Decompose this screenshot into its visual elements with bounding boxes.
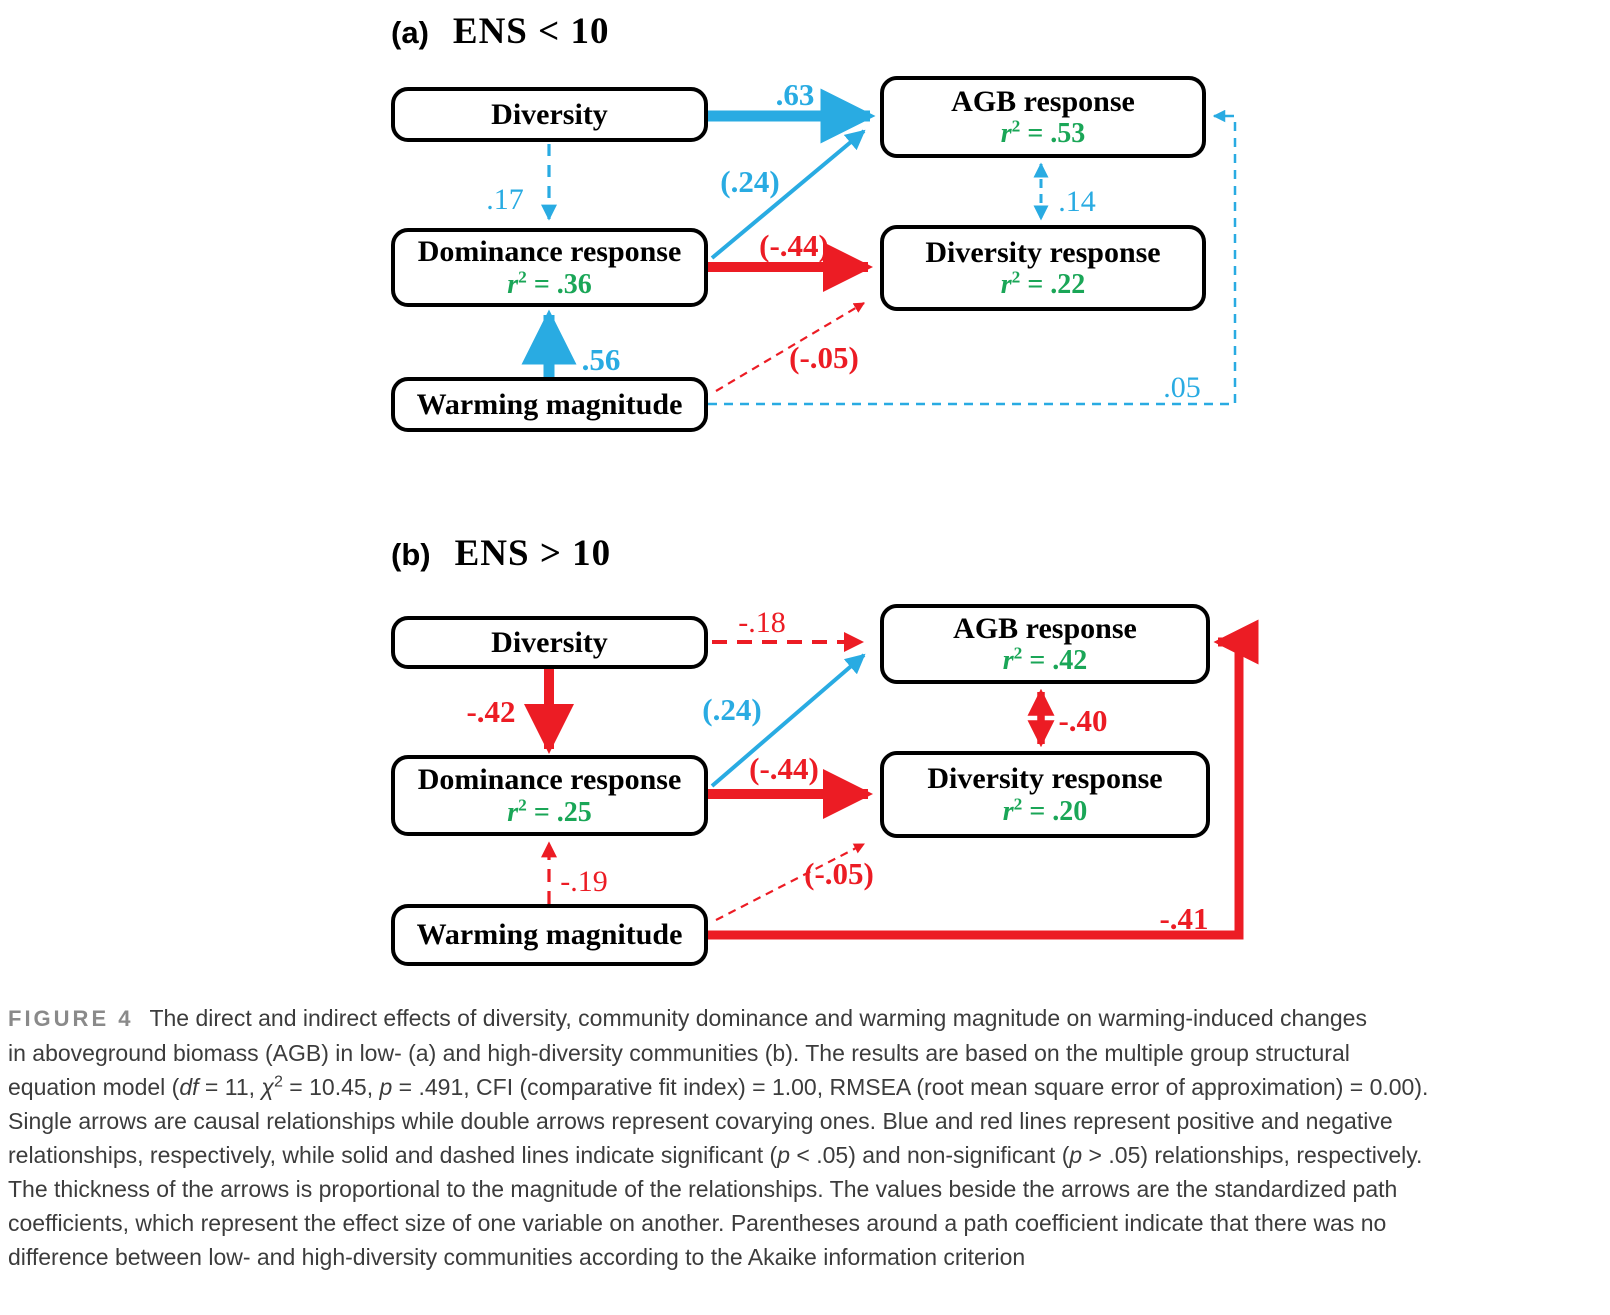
box-diversity-response-b-r2: r2 = .20	[1002, 794, 1088, 827]
box-diversity-response-b-title: Diversity response	[927, 762, 1163, 796]
r2-symbol: r	[1002, 645, 1014, 677]
r2-exponent: 2	[518, 267, 527, 287]
arrow-a-dominance-to-agb	[710, 129, 866, 260]
coef-b-dominance-to-agb: (.24)	[702, 692, 762, 727]
box-warming-magnitude-a-title: Warming magnitude	[416, 387, 683, 421]
r2-value: = .20	[1022, 795, 1088, 827]
coef-b-warming-to-dominance: -.19	[560, 865, 608, 898]
r2-value: = .25	[526, 796, 592, 828]
r2-exponent: 2	[1013, 643, 1023, 663]
box-diversity-response-a-title: Diversity response	[925, 235, 1161, 269]
coef-b-warming-to-diversity-resp: (-.05)	[804, 856, 874, 891]
box-diversity-response-b: Diversity response r2 = .20	[880, 751, 1210, 838]
r2-symbol: r	[1002, 795, 1014, 827]
coef-a-warming-to-agb: .05	[1163, 371, 1201, 404]
figure-caption-tag: FIGURE 4	[8, 1006, 134, 1031]
panel-b-name: ENS > 10	[454, 533, 612, 574]
box-dominance-response-a-title: Dominance response	[417, 235, 682, 269]
coef-a-dominance-to-diversity-resp: (-.44)	[759, 228, 829, 263]
box-diversity-a-title: Diversity	[491, 97, 608, 131]
panel-a-name: ENS < 10	[452, 11, 610, 52]
coef-a-dominance-to-agb: (.24)	[720, 164, 780, 199]
box-diversity-b-title: Diversity	[491, 625, 608, 659]
panel-a-title: (a) ENS < 10	[391, 10, 609, 53]
box-dominance-response-a-r2: r2 = .36	[507, 267, 592, 300]
box-dominance-response-b: Dominance response r2 = .25	[391, 755, 708, 836]
r2-value: = .22	[1020, 269, 1086, 301]
r2-symbol: r	[507, 796, 519, 828]
arrow-b-dominance-to-agb	[710, 653, 866, 788]
arrow-a-warming-to-agb	[708, 109, 1237, 406]
box-agb-response-a-title: AGB response	[951, 84, 1135, 118]
box-agb-response-b-r2: r2 = .42	[1002, 643, 1088, 677]
coef-a-diversity-to-dominance: .17	[486, 183, 524, 216]
box-dominance-response-a: Dominance response r2 = .36	[391, 228, 708, 307]
box-diversity-response-a: Diversity response r2 = .22	[880, 225, 1206, 311]
coef-a-diversity-to-agb: .63	[775, 77, 815, 112]
box-dominance-response-b-title: Dominance response	[417, 763, 682, 797]
coef-a-warming-to-diversity-resp: (-.05)	[789, 340, 859, 375]
coef-b-dominance-to-diversity-resp: (-.44)	[749, 751, 819, 786]
coef-a-agb-cov-diversity-resp: .14	[1058, 185, 1096, 218]
box-diversity-response-a-r2: r2 = .22	[1000, 267, 1086, 301]
arrow-a-warming-to-diversity-response	[715, 302, 865, 392]
box-agb-response-b: AGB response r2 = .42	[880, 604, 1210, 684]
r2-exponent: 2	[518, 795, 527, 815]
r2-value: = .36	[526, 268, 592, 300]
box-agb-response-b-title: AGB response	[953, 611, 1137, 645]
coef-b-agb-cov-diversity-resp: -.40	[1058, 703, 1108, 738]
box-warming-magnitude-b: Warming magnitude	[391, 904, 708, 966]
r2-symbol: r	[1000, 118, 1012, 150]
box-diversity-b: Diversity	[391, 616, 708, 669]
panel-b-tag: (b)	[391, 537, 431, 572]
box-warming-magnitude-b-title: Warming magnitude	[416, 918, 683, 952]
box-diversity-a: Diversity	[391, 87, 708, 142]
coef-a-warming-to-dominance: .56	[581, 342, 621, 377]
box-agb-response-a-r2: r2 = .53	[1000, 116, 1086, 150]
box-warming-magnitude-a: Warming magnitude	[391, 377, 708, 432]
r2-exponent: 2	[1011, 116, 1021, 136]
box-agb-response-a: AGB response r2 = .53	[880, 76, 1206, 158]
r2-value: = .42	[1022, 645, 1088, 677]
panel-a-tag: (a)	[391, 15, 429, 50]
r2-symbol: r	[1000, 269, 1012, 301]
arrow-b-warming-to-agb	[708, 619, 1259, 940]
r2-symbol: r	[507, 268, 519, 300]
r2-exponent: 2	[1013, 794, 1023, 814]
coef-b-diversity-to-agb: -.18	[738, 606, 786, 639]
figure-caption-text: The direct and indirect effects of diver…	[8, 1005, 1429, 1270]
r2-value: = .53	[1020, 118, 1086, 150]
coef-b-warming-to-agb: -.41	[1159, 901, 1209, 936]
r2-exponent: 2	[1011, 267, 1021, 287]
coef-b-diversity-to-dominance: -.42	[466, 694, 516, 729]
box-dominance-response-b-r2: r2 = .25	[507, 795, 592, 828]
panel-b-title: (b) ENS > 10	[391, 532, 611, 575]
